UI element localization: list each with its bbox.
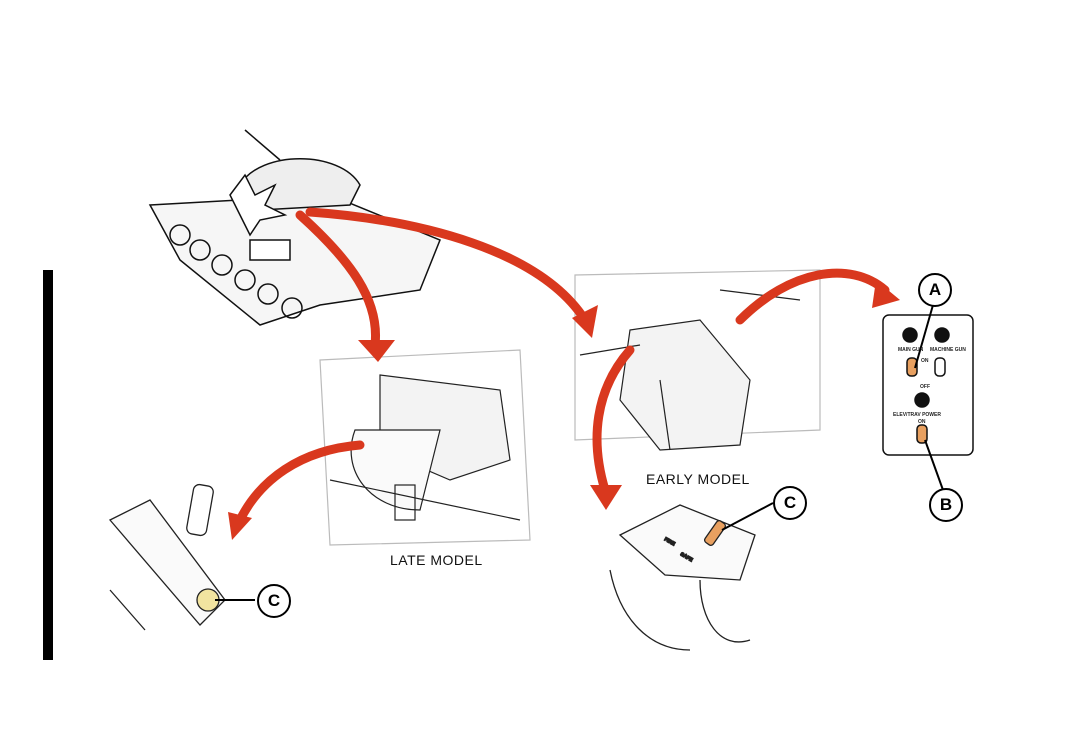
late-model-illustration — [319, 349, 531, 546]
callout-c-early: C — [773, 486, 807, 520]
callout-c-late: C — [257, 584, 291, 618]
late-model-caption: LATE MODEL — [390, 552, 483, 568]
off-label: OFF — [920, 384, 930, 390]
arrow-to-late-handle — [235, 440, 365, 525]
power-label: ELEV/TRAV POWER — [893, 412, 941, 418]
on-label: ON — [921, 358, 929, 364]
power-switch — [916, 424, 928, 444]
early-model-illustration — [574, 269, 821, 451]
early-model-caption: EARLY MODEL — [646, 471, 750, 487]
margin-bar — [43, 270, 53, 660]
arrow-to-early — [305, 207, 590, 325]
callout-a: A — [918, 273, 952, 307]
main-gun-label: MAIN GUN — [898, 347, 924, 353]
arrow-to-panel — [735, 268, 890, 325]
red-arrows — [235, 207, 890, 525]
arrow-to-early-switch — [592, 345, 635, 495]
late-firing-handle — [108, 483, 226, 631]
early-fire-safe-switch: FIRE SAFE — [609, 504, 756, 651]
machine-gun-label: MACHINE GUN — [930, 347, 966, 353]
callout-b: B — [929, 488, 963, 522]
power-on-label: ON — [918, 419, 926, 425]
main-gun-switch — [906, 357, 918, 377]
control-panel: MAIN GUN MACHINE GUN ON OFF ELEV/TRAV PO… — [882, 314, 974, 456]
arrow-to-late — [295, 210, 381, 350]
